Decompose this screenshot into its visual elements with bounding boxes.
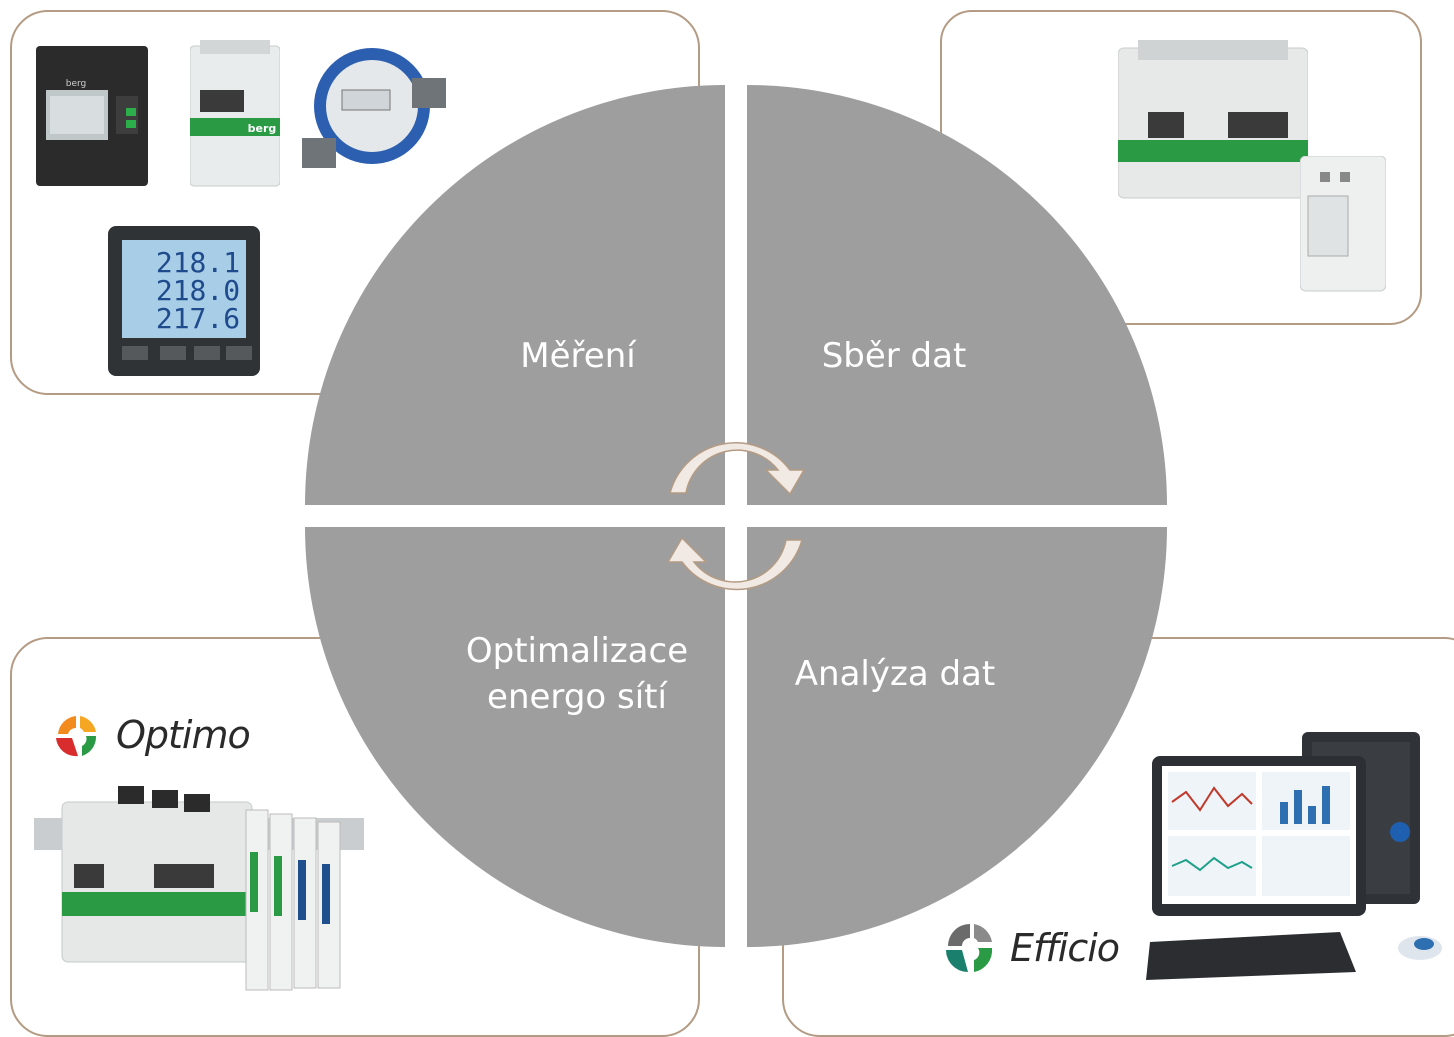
optimization-quadrant xyxy=(305,527,725,947)
optimization-label: Optimalizace energo sítí xyxy=(440,628,714,720)
water-meter-device xyxy=(302,48,446,168)
optimization-label-line1: Optimalizace xyxy=(465,631,689,671)
optimo-logo-text: Optimo xyxy=(116,713,251,757)
power-supply-device xyxy=(1300,156,1386,292)
computer-workstation xyxy=(1146,732,1442,980)
display-value-3: 217.6 xyxy=(156,302,240,335)
data-collection-quadrant xyxy=(747,85,1167,505)
energy-meter-device: berg xyxy=(36,46,148,186)
energy-meter-brand: berg xyxy=(66,79,87,89)
module-brand: berg xyxy=(248,122,277,135)
measurement-quadrant xyxy=(305,85,725,505)
cycle-arrow-bottom-icon xyxy=(666,536,803,591)
efficio-logo-icon xyxy=(946,924,993,972)
cycle-arrow-top-icon xyxy=(669,442,806,496)
data-collection-label: Sběr dat xyxy=(821,336,967,376)
analysis-quadrant xyxy=(747,527,1167,947)
optimo-logo-icon xyxy=(56,716,97,757)
power-analyzer-display: 218.1 218.0 217.6 xyxy=(108,226,260,376)
data-logger-device xyxy=(1118,40,1308,199)
efficio-logo-text: Efficio xyxy=(1010,926,1120,970)
display-value-2: 218.0 xyxy=(156,274,240,307)
measurement-label: Měření xyxy=(520,336,636,376)
optimization-label-line2: energo sítí xyxy=(487,677,667,717)
analysis-label: Analýza dat xyxy=(794,654,996,694)
optimo-controller-device xyxy=(34,786,364,991)
mbus-module-device: berg xyxy=(190,40,280,187)
display-value-1: 218.1 xyxy=(156,246,240,279)
